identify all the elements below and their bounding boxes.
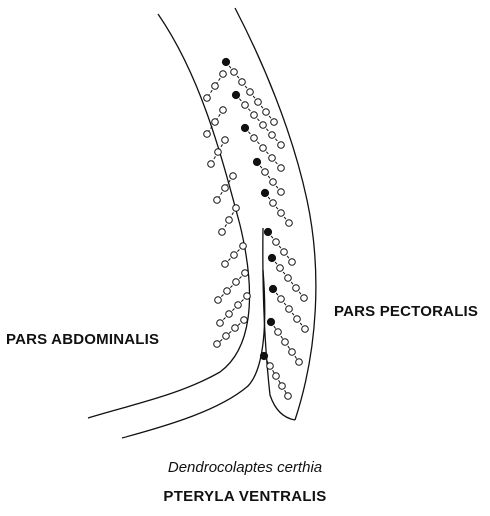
filled-feather-dot [264,228,271,235]
feather-dot [289,349,296,356]
filled-feather-dot [253,158,260,165]
feather-dot [214,341,221,348]
feather-dot [275,329,282,336]
feather-dot [208,161,215,168]
body-outline [88,8,316,438]
feather-dot [251,112,258,119]
feather-dot [277,265,284,272]
feather-dot [279,383,286,390]
feather-dot [233,279,240,286]
feather-dot [263,109,270,116]
feather-dot [289,259,296,266]
feather-dot [214,197,221,204]
filled-feather-dot [241,124,248,131]
feather-dot [235,302,242,309]
feather-dot [232,325,239,332]
feather-dot [285,275,292,282]
feather-dot [251,135,258,142]
feather-dot [204,95,211,102]
feather-dot [222,137,229,144]
feather-dot [293,285,300,292]
feather-dot [217,320,224,327]
feather-dot [204,131,211,138]
feather-dot [294,316,301,323]
feather-dot [260,122,267,129]
feather-dot [212,119,219,126]
feather-dot [269,132,276,139]
filled-feather-dot [232,91,239,98]
feather-dot [273,373,280,380]
filled-feather-dot [267,318,274,325]
feather-dot [219,229,226,236]
feather-dot [220,71,227,78]
feather-dot [262,169,269,176]
feather-dot [301,295,308,302]
feather-dot [231,69,238,76]
species-caption: Dendrocolaptes certhia [0,459,490,476]
feather-dot [233,205,240,212]
feather-dot [271,119,278,126]
filled-feather-dot [268,254,275,261]
feather-dot [269,155,276,162]
pars-pectoralis-label: PARS PECTORALIS [334,303,478,320]
feather-dot [270,179,277,186]
feather-dot [282,339,289,346]
feather-rows [204,58,309,399]
feather-dot [278,142,285,149]
feather-dot [255,99,262,106]
feather-dot [285,393,292,400]
feather-dot [278,296,285,303]
feather-dot [302,326,309,333]
feather-dot [260,145,267,152]
feather-dot [215,297,222,304]
feather-dot [226,311,233,318]
feather-dot [226,217,233,224]
pars-abdominalis-label: PARS ABDOMINALIS [6,331,159,348]
feather-dot [222,261,229,268]
feather-dot [215,149,222,156]
feather-dot [267,363,274,370]
feather-dot [286,220,293,227]
feather-dot [296,359,303,366]
filled-feather-dot [260,352,267,359]
feather-dot [247,89,254,96]
filled-feather-dot [269,285,276,292]
feather-dot [270,200,277,207]
feather-dot [224,288,231,295]
feather-dot [231,252,238,259]
filled-feather-dot [222,58,229,65]
feather-dot [278,210,285,217]
feather-dot [212,83,219,90]
feather-dot [222,185,229,192]
feather-dot [278,189,285,196]
feather-dot [220,107,227,114]
feather-dot [230,173,237,180]
feather-dot [244,293,251,300]
feather-dot [281,249,288,256]
feather-dot [273,239,280,246]
feather-dot [241,317,248,324]
tract-caption: PTERYLA VENTRALIS [0,488,490,505]
feather-dot [240,243,247,250]
feather-dot [239,79,246,86]
feather-dot [286,306,293,313]
right-contour [235,8,316,420]
feather-dot [242,102,249,109]
feather-dot [242,270,249,277]
feather-dot [223,333,230,340]
filled-feather-dot [261,189,268,196]
feather-dot [278,165,285,172]
